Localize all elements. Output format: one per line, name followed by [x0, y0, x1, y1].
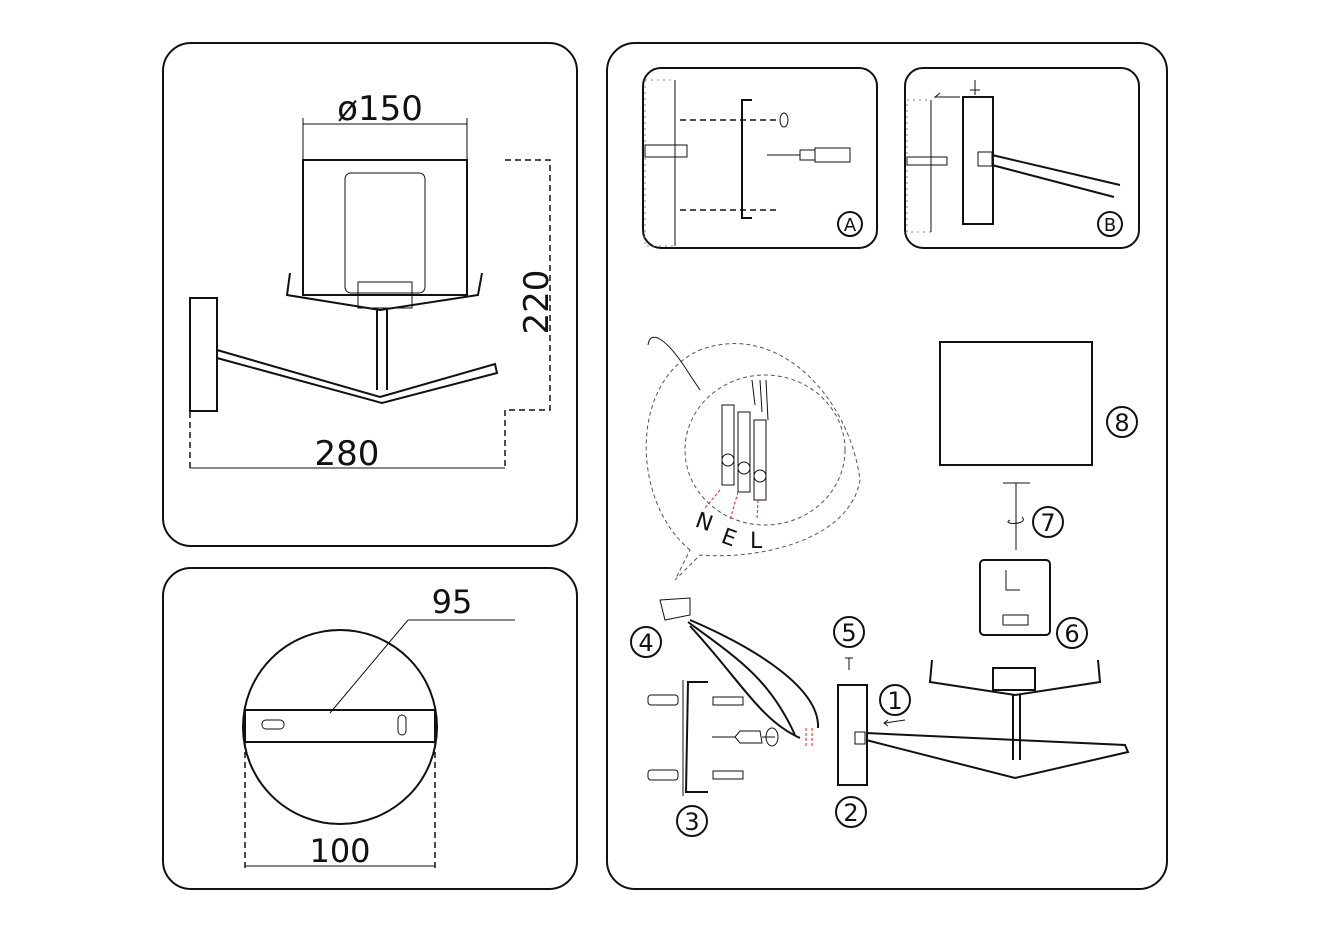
- step-3: 3: [676, 805, 708, 837]
- svg-text:4: 4: [638, 629, 653, 657]
- step-1: 1: [879, 684, 911, 716]
- step-5: 5: [833, 616, 865, 648]
- installation-panel: A B N: [606, 42, 1168, 890]
- glass-inner: [344, 172, 426, 294]
- step-4: 4: [630, 626, 662, 658]
- svg-text:8: 8: [1114, 409, 1129, 437]
- detail-b: B: [904, 67, 1140, 249]
- detail-a: A: [642, 67, 878, 249]
- detail-a-label: A: [844, 215, 857, 236]
- svg-text:1: 1: [887, 687, 902, 715]
- step-2: 2: [835, 796, 867, 828]
- lamp-shade: [302, 159, 468, 296]
- step-markers: 1 2 3 4 5 6 7 8: [630, 406, 1138, 837]
- height-label: 220: [517, 270, 557, 335]
- plate-circle: [242, 629, 438, 825]
- plate-diameter-label: 100: [309, 832, 370, 870]
- lamp-arm: [865, 732, 1130, 780]
- plate-mount-label: 95: [432, 583, 473, 621]
- dimension-panel-plate: 95 100: [162, 567, 578, 890]
- lamp-shade-top: [939, 341, 1093, 466]
- width-label: 280: [315, 434, 380, 474]
- dimension-panel-side: ø150 220 280: [162, 42, 578, 547]
- supply-wires: [659, 597, 820, 748]
- svg-text:6: 6: [1064, 620, 1079, 648]
- svg-text:3: 3: [684, 808, 699, 836]
- svg-text:7: 7: [1040, 509, 1055, 537]
- bracket: [647, 680, 779, 796]
- shade-diameter-label: ø150: [337, 89, 423, 129]
- svg-text:2: 2: [843, 799, 858, 827]
- mounting-bar: [244, 709, 436, 743]
- wall-plate-cover: [837, 684, 868, 786]
- svg-text:5: 5: [841, 619, 856, 647]
- step-6: 6: [1056, 617, 1088, 649]
- wire-live-label: L: [750, 529, 763, 554]
- step-8: 8: [1106, 406, 1138, 438]
- socket: [357, 281, 413, 309]
- detail-b-label: B: [1104, 215, 1116, 236]
- lamp-assembly: [928, 341, 1102, 760]
- step-7: 7: [1032, 506, 1064, 538]
- wall-plate: [189, 297, 218, 412]
